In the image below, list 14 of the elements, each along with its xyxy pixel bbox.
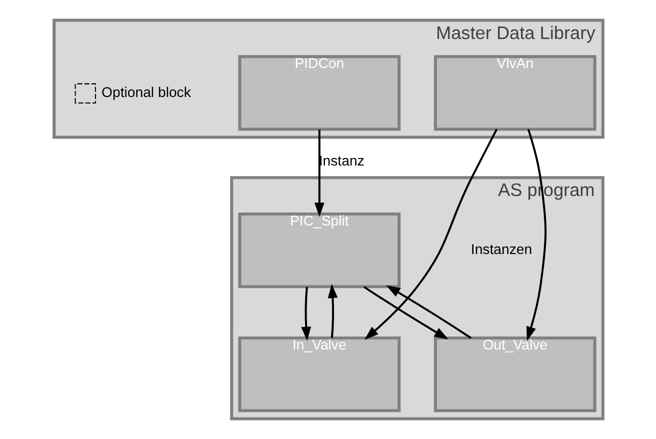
arrow bbox=[386, 285, 471, 339]
arrow bbox=[327, 284, 338, 338]
arrow bbox=[362, 286, 448, 340]
arrow bbox=[526, 128, 546, 341]
node-box: PIC_Split bbox=[238, 212, 400, 288]
arrow bbox=[364, 128, 498, 340]
arrow bbox=[314, 130, 324, 217]
node-box: VlvAn bbox=[433, 55, 596, 131]
arrow bbox=[300, 286, 311, 341]
legend-label: Optional block bbox=[101, 84, 190, 100]
node-box: Out_Valve bbox=[433, 336, 596, 412]
edge-label: Instanzen bbox=[470, 241, 532, 257]
node-box: PIDCon bbox=[238, 55, 400, 131]
node-box: In_Valve bbox=[238, 336, 400, 412]
